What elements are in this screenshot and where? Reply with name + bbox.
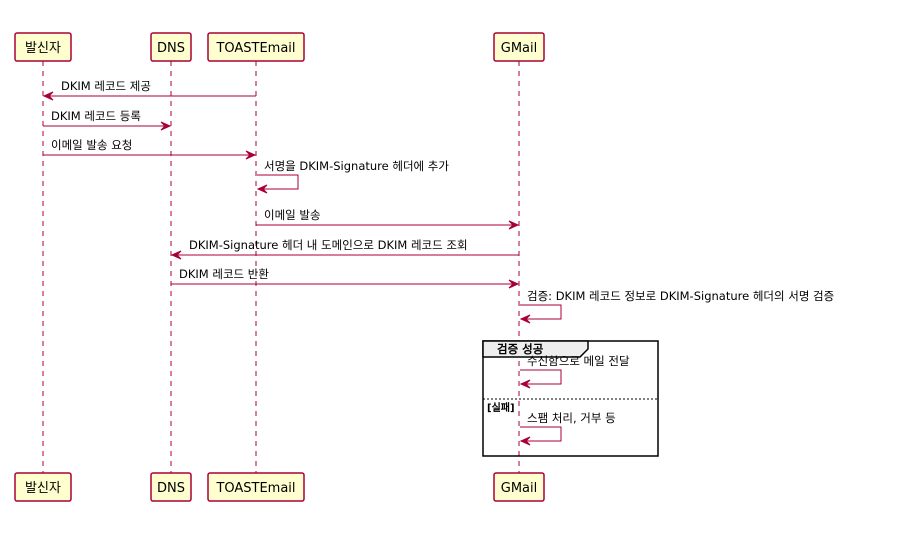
participant-box — [493, 32, 545, 62]
participant-box — [207, 32, 305, 62]
participant-sender-top[interactable]: 발신자 — [14, 32, 72, 62]
message-label: DKIM 레코드 반환 — [179, 267, 269, 281]
participant-label: GMail — [501, 481, 537, 496]
self-message-line — [520, 426, 562, 442]
message-9: 수신함으로 메일 전달 — [519, 354, 630, 389]
message-label: 서명을 DKIM-Signature 헤더에 추가 — [264, 159, 449, 173]
participant-box — [14, 472, 72, 502]
else-label: [실패] — [487, 401, 515, 414]
arrow-head — [160, 121, 172, 131]
arrow-head — [519, 314, 531, 324]
arrow-head — [508, 220, 520, 230]
arrow-head — [42, 91, 54, 101]
participant-label: 발신자 — [25, 41, 61, 56]
frame-tab — [482, 340, 589, 358]
message-label: 이메일 발송 — [264, 208, 321, 222]
arrow-head — [519, 379, 531, 389]
participant-label: TOASTEmail — [215, 481, 295, 496]
participant-label: DNS — [157, 481, 185, 496]
participant-box — [207, 472, 305, 502]
message-8: 검증: DKIM 레코드 정보로 DKIM-Signature 헤더의 서명 검… — [519, 289, 834, 324]
participant-label: TOASTEmail — [215, 41, 295, 56]
arrow-head — [256, 184, 268, 194]
message-6: DKIM-Signature 헤더 내 도메인으로 DKIM 레코드 조회 — [170, 238, 519, 260]
message-label: 수신함으로 메일 전달 — [527, 354, 630, 368]
participant-sender-bottom[interactable]: 발신자 — [14, 472, 72, 502]
message-label: DKIM 레코드 제공 — [61, 79, 151, 93]
participant-box — [493, 472, 545, 502]
arrow-head — [170, 250, 182, 260]
message-3: 이메일 발송 요청 — [43, 138, 257, 160]
self-message-line — [520, 304, 562, 320]
participant-dns-top[interactable]: DNS — [150, 32, 192, 62]
message-4: 서명을 DKIM-Signature 헤더에 추가 — [256, 159, 449, 194]
arrow-head — [519, 436, 531, 446]
participant-toast-top[interactable]: TOASTEmail — [207, 32, 305, 62]
participant-toast-bottom[interactable]: TOASTEmail — [207, 472, 305, 502]
participant-gmail-bottom[interactable]: GMail — [493, 472, 545, 502]
participant-gmail-top[interactable]: GMail — [493, 32, 545, 62]
message-label: 검증: DKIM 레코드 정보로 DKIM-Signature 헤더의 서명 검… — [527, 289, 834, 303]
arrow-head — [245, 150, 257, 160]
self-message-line — [520, 369, 562, 385]
participant-dns-bottom[interactable]: DNS — [150, 472, 192, 502]
alt-frame: 검증 성공 [실패] — [482, 340, 659, 457]
message-10: 스팸 처리, 거부 등 — [519, 411, 616, 446]
participant-label: GMail — [501, 41, 537, 56]
participant-box — [14, 32, 72, 62]
message-2: DKIM 레코드 등록 — [43, 109, 172, 131]
message-7: DKIM 레코드 반환 — [171, 267, 520, 289]
participant-label: 발신자 — [25, 481, 61, 496]
message-label: 이메일 발송 요청 — [51, 138, 132, 152]
message-label: DKIM 레코드 등록 — [51, 109, 141, 123]
message-label: 스팸 처리, 거부 등 — [527, 411, 616, 425]
self-message-line — [257, 174, 299, 190]
participant-box — [150, 472, 192, 502]
participant-box — [150, 32, 192, 62]
message-label: DKIM-Signature 헤더 내 도메인으로 DKIM 레코드 조회 — [189, 238, 468, 252]
participant-label: DNS — [157, 41, 185, 56]
message-1: DKIM 레코드 제공 — [42, 79, 256, 101]
message-5: 이메일 발송 — [256, 208, 520, 230]
frame-label: 검증 성공 — [497, 342, 544, 356]
arrow-head — [508, 279, 520, 289]
